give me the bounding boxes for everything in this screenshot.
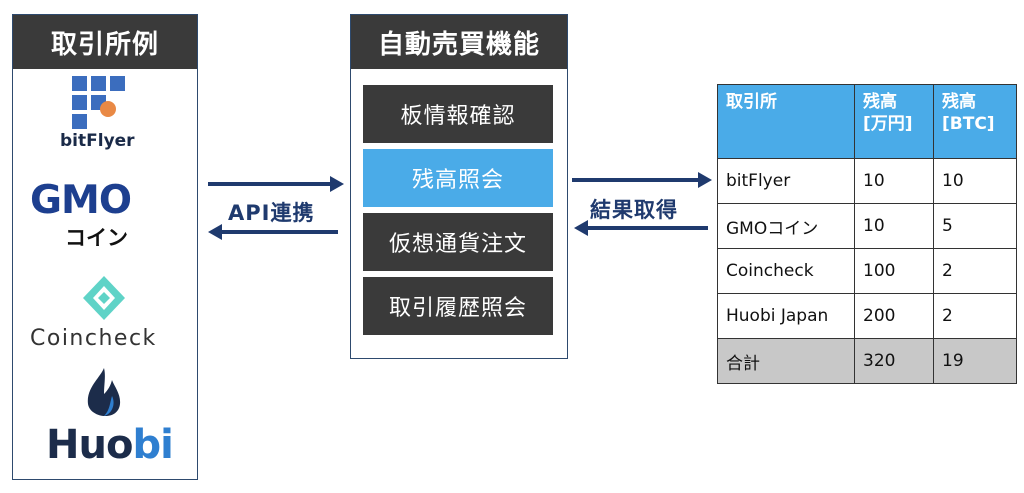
header-balance-jpy: 残高 [万円] (854, 84, 934, 159)
table-header-row: 取引所 残高 [万円] 残高 [BTC] (717, 84, 1017, 159)
header-exchange: 取引所 (717, 84, 855, 159)
api-arrows-icon (208, 176, 344, 240)
cell-exchange: bitFlyer (717, 158, 855, 204)
cell-balance-jpy: 10 (854, 158, 934, 204)
cell-balance-jpy: 100 (854, 248, 934, 294)
table-row: GMOコイン 10 5 (717, 203, 1017, 249)
gmo-logo-text: GMO (30, 178, 132, 223)
total-balance-jpy: 320 (854, 338, 934, 384)
api-link-label: API連携 (228, 201, 315, 225)
cell-exchange: Huobi Japan (717, 293, 855, 339)
header-balance-btc: 残高 [BTC] (933, 84, 1017, 159)
cell-balance-btc: 5 (933, 203, 1017, 249)
auto-trading-panel: 自動売買機能 板情報確認 残高照会 仮想通貨注文 取引履歴照会 (350, 14, 568, 359)
table-row: bitFlyer 10 10 (717, 158, 1017, 204)
total-label: 合計 (717, 338, 855, 384)
coincheck-logo-icon (83, 276, 125, 320)
auto-trading-title: 自動売買機能 (351, 15, 567, 69)
bitflyer-logo-icon (72, 76, 125, 129)
cell-balance-jpy: 10 (854, 203, 934, 249)
table-total-row: 合計 320 19 (717, 338, 1017, 384)
cell-balance-btc: 10 (933, 158, 1017, 204)
result-fetch-label: 結果取得 (590, 198, 678, 222)
cell-balance-btc: 2 (933, 248, 1017, 294)
balance-table: 取引所 残高 [万円] 残高 [BTC] bitFlyer 10 10 GMOコ… (717, 84, 1017, 384)
bitflyer-logo-text: bitFlyer (60, 131, 135, 151)
total-balance-btc: 19 (933, 338, 1017, 384)
exchanges-panel-title: 取引所例 (13, 15, 197, 69)
crypto-order-button[interactable]: 仮想通貨注文 (363, 213, 553, 271)
cell-exchange: GMOコイン (717, 203, 855, 249)
balance-inquiry-button[interactable]: 残高照会 (363, 149, 553, 207)
result-arrows-icon (572, 172, 712, 236)
cell-balance-jpy: 200 (854, 293, 934, 339)
cell-exchange: Coincheck (717, 248, 855, 294)
huobi-flame-icon (87, 368, 121, 417)
huobi-logo-text: Huobi (46, 422, 174, 468)
table-row: Coincheck 100 2 (717, 248, 1017, 294)
gmo-coin-logo-text: コイン (65, 226, 128, 250)
table-row: Huobi Japan 200 2 (717, 293, 1017, 339)
coincheck-logo-text: Coincheck (30, 326, 157, 351)
orderbook-check-button[interactable]: 板情報確認 (363, 85, 553, 143)
trade-history-button[interactable]: 取引履歴照会 (363, 277, 553, 335)
cell-balance-btc: 2 (933, 293, 1017, 339)
